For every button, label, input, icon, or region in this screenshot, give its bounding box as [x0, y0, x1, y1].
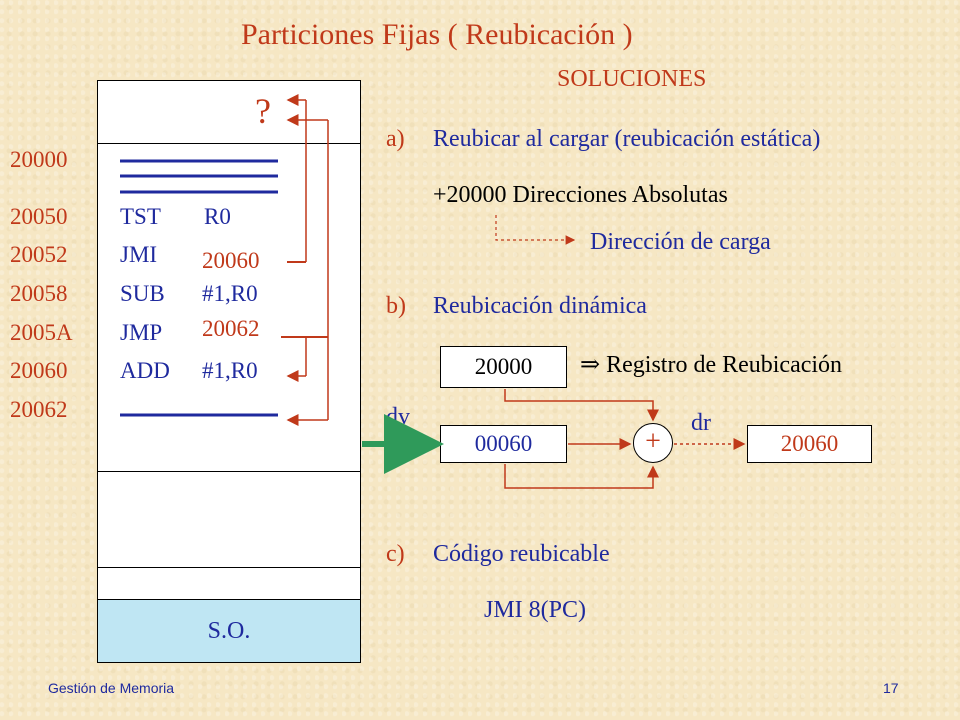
address-label: 20050 [10, 204, 68, 229]
instruction-arg: R0 [204, 204, 231, 229]
partition-divider [97, 471, 361, 472]
instruction-op: TST [120, 204, 161, 229]
relocation-register-label: ⇒ Registro de Reubicación [580, 352, 843, 378]
dr-label: dr [691, 410, 711, 436]
solution-b-letter: b) [386, 293, 406, 319]
instruction-op: SUB [120, 281, 165, 306]
address-label: 20052 [10, 242, 68, 267]
virtual-address-box: 00060 [440, 425, 567, 463]
address-label: 20062 [10, 397, 68, 422]
partition-divider [97, 143, 361, 144]
solution-c-text: Código reubicable [433, 541, 610, 567]
solution-a-text: Reubicar al cargar (reubicación estática… [433, 126, 821, 152]
address-label: 20000 [10, 147, 68, 172]
instruction-op: JMP [120, 320, 163, 345]
instruction-arg: 20062 [202, 316, 260, 341]
so-partition: S.O. [97, 599, 361, 663]
page-title: Particiones Fijas ( Reubicación ) [241, 18, 633, 51]
instruction-arg: #1,R0 [202, 358, 258, 383]
load-address-pointer [495, 215, 576, 245]
register-to-adder-arrow [504, 389, 659, 422]
instruction-op: ADD [120, 358, 170, 383]
address-label: 20058 [10, 281, 68, 306]
adder-circle: + [633, 423, 673, 463]
instruction-op: JMI [120, 242, 158, 267]
page-number: 17 [883, 680, 899, 696]
solution-a-detail: +20000 Direcciones Absolutas [433, 182, 728, 208]
solution-a-letter: a) [386, 126, 405, 152]
loop-to-adder-arrow [504, 464, 659, 489]
instruction-arg: 20060 [202, 248, 260, 273]
footer-title: Gestión de Memoria [48, 680, 175, 696]
address-label: 2005A [10, 320, 73, 345]
relocatable-code: JMI 8(PC) [484, 597, 587, 623]
real-address-box: 20060 [747, 425, 872, 463]
load-address-note: Dirección de carga [590, 229, 771, 255]
address-label: 20060 [10, 358, 68, 383]
solution-b-text: Reubicación dinámica [433, 293, 647, 319]
solution-c-letter: c) [386, 541, 405, 567]
question-mark: ? [255, 91, 271, 131]
instruction-arg: #1,R0 [202, 281, 258, 306]
relocation-register-box: 20000 [440, 346, 567, 388]
partition-divider [97, 567, 361, 568]
soluciones-heading: SOLUCIONES [557, 66, 707, 92]
